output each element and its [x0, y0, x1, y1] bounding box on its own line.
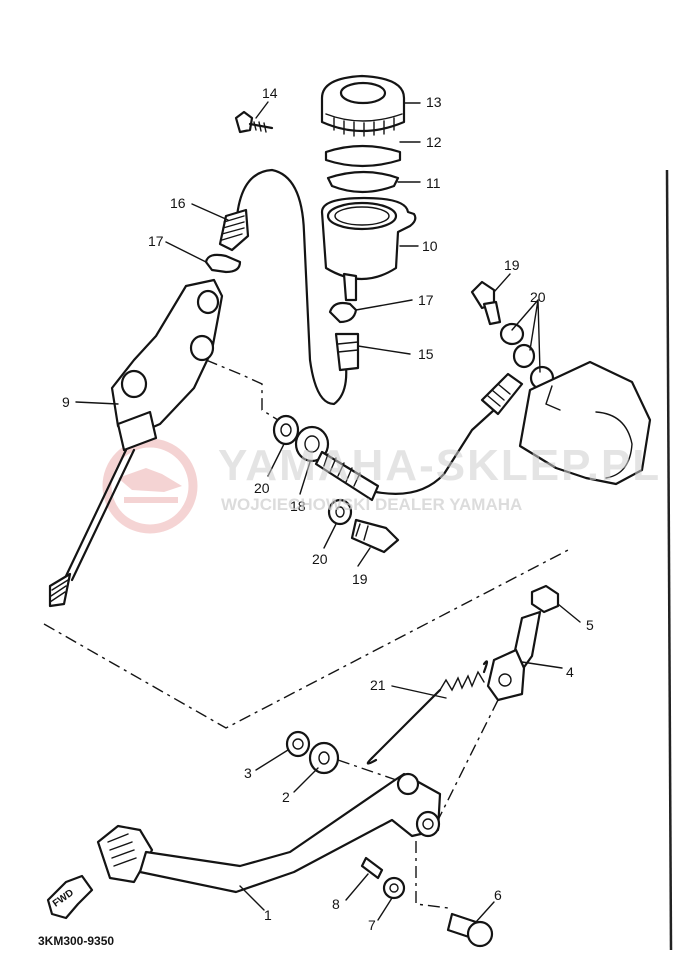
hose-pipe-15 — [334, 332, 360, 372]
screw-14 — [234, 110, 274, 134]
callout-12: 12 — [426, 134, 442, 150]
callout-8: 8 — [332, 896, 340, 912]
callout-4: 4 — [566, 664, 574, 680]
union-bolt-19b — [350, 518, 400, 554]
rod-end-4 — [486, 610, 542, 702]
callout-15: 15 — [418, 346, 434, 362]
nut-5 — [530, 584, 560, 614]
scan-edge-line — [665, 169, 673, 951]
brake-hose-18 — [294, 408, 496, 502]
reservoir-10 — [320, 196, 417, 302]
callout-19-lower: 19 — [352, 571, 368, 587]
callout-1: 1 — [264, 907, 272, 923]
callout-18: 18 — [290, 498, 306, 514]
guide-line-pin — [415, 816, 449, 909]
reservoir-hose — [234, 168, 348, 406]
callout-5: 5 — [586, 617, 594, 633]
callout-21: 21 — [370, 677, 386, 693]
callout-20-lower: 20 — [312, 551, 328, 567]
callout-9: 9 — [62, 394, 70, 410]
pin-6 — [446, 912, 494, 948]
callout-2: 2 — [282, 789, 290, 805]
washer-7 — [382, 876, 406, 900]
master-cylinder-9 — [48, 278, 224, 608]
circlip-3 — [285, 730, 311, 758]
hose-clamp-17b — [328, 301, 358, 324]
hose-joint-16 — [218, 208, 250, 252]
callout-17-right: 17 — [418, 292, 434, 308]
hose-clamp-17a — [204, 253, 242, 274]
callout-19-top: 19 — [504, 257, 520, 273]
callout-20-right: 20 — [530, 289, 546, 305]
watermark-name: YAMAHA-SKLEP.PL — [218, 441, 662, 490]
gasket-20a — [272, 414, 300, 446]
guide-line-lower — [43, 547, 573, 729]
guide-line-cylinder — [205, 359, 279, 421]
watermark-subtitle: WOJCIECHOWSKI DEALER YAMAHA — [221, 495, 523, 514]
callout-16: 16 — [170, 195, 186, 211]
callout-13: 13 — [426, 94, 442, 110]
cotter-pin-8 — [360, 856, 384, 880]
callout-6: 6 — [494, 887, 502, 903]
return-spring-21 — [366, 660, 489, 765]
reservoir-cap-13 — [320, 74, 406, 137]
caliper-body — [518, 360, 652, 486]
diagram-code: 3KM300-9350 — [38, 934, 115, 948]
union-bolt-19a — [470, 280, 502, 326]
callout-17-left: 17 — [148, 233, 164, 249]
callout-3: 3 — [244, 765, 252, 781]
diaphragm-plate-12 — [324, 144, 402, 168]
callout-14: 14 — [262, 85, 278, 101]
leader-lines — [75, 101, 581, 923]
washer-2 — [308, 741, 340, 775]
callout-11: 11 — [426, 175, 441, 191]
watermark-logo — [102, 438, 198, 534]
callout-7: 7 — [368, 917, 376, 933]
diaphragm-11 — [326, 170, 400, 194]
callout-10: 10 — [422, 238, 438, 254]
guide-line-rod — [433, 699, 499, 829]
callout-20-left: 20 — [254, 480, 270, 496]
fwd-arrow-icon — [46, 874, 94, 920]
hose-fitting-right — [480, 372, 524, 416]
gasket-20b — [327, 498, 353, 526]
brake-pedal-1 — [96, 772, 442, 894]
